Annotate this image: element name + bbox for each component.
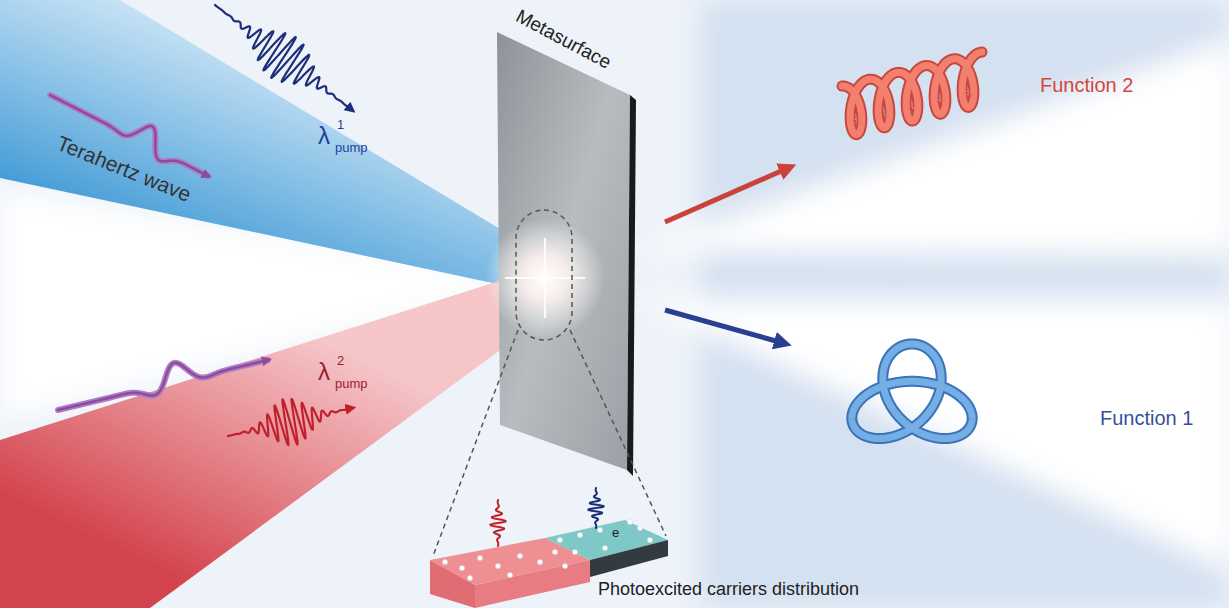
part-name: Metasurface: [513, 6, 614, 72]
knot-shape: [852, 344, 972, 439]
function-label: Function 1: [1100, 408, 1193, 428]
carrier-dot: [495, 563, 500, 568]
carrier-dot: [637, 525, 642, 530]
superscript: 1: [337, 118, 344, 131]
carrier-dot: [517, 553, 522, 558]
function-label: Function 2: [1040, 75, 1133, 95]
wavelength-symbol: λ: [318, 360, 330, 384]
glow-rays: [505, 238, 585, 318]
zoom-line: [433, 330, 518, 556]
carrier-dot: [552, 549, 557, 554]
carrier-dot: [577, 532, 582, 537]
pump-pulse: [228, 399, 352, 445]
helix-shape: [842, 52, 982, 135]
pump-pulse: [490, 500, 505, 546]
carrier-dot: [627, 519, 632, 524]
carrier-dot: [597, 527, 602, 532]
carrier-dot: [562, 563, 567, 568]
pump-glow: [485, 218, 605, 338]
knot-shape: [852, 344, 972, 439]
slab-edge: [627, 95, 636, 476]
blue-pump-beam: [0, 0, 560, 292]
terahertz-wave: [58, 360, 268, 410]
subscript: pump: [335, 141, 368, 154]
output-arrow: [665, 168, 788, 222]
carrier-dot: [647, 537, 652, 542]
carrier-dot: [537, 559, 542, 564]
pump-pulse: [588, 488, 603, 528]
carrier-dot: [459, 565, 464, 570]
waves: [50, 5, 982, 546]
carrier-dot: [602, 545, 607, 550]
carrier-dot: [467, 575, 472, 580]
helix-shape: [842, 52, 982, 135]
wavelength-symbol: λ: [318, 124, 330, 148]
zoom-line: [570, 330, 666, 536]
carrier-dot: [507, 572, 512, 577]
subscript: pump: [335, 377, 368, 390]
wave-label: Terahertz wave: [54, 132, 194, 205]
zoom-region: [516, 210, 572, 340]
carrier-dot: [572, 549, 577, 554]
terahertz-wave: [58, 360, 268, 410]
carrier-dot: [477, 555, 482, 560]
electron-symbol: e: [612, 526, 619, 539]
inset-caption: Photoexcited carriers distribution: [598, 580, 859, 598]
carrier-dots: [442, 519, 652, 580]
carrier-dot: [442, 559, 447, 564]
carrier-dot: [557, 537, 562, 542]
superscript: 2: [337, 354, 344, 367]
pump-pulse: [215, 5, 352, 110]
output-arrow: [665, 310, 783, 343]
